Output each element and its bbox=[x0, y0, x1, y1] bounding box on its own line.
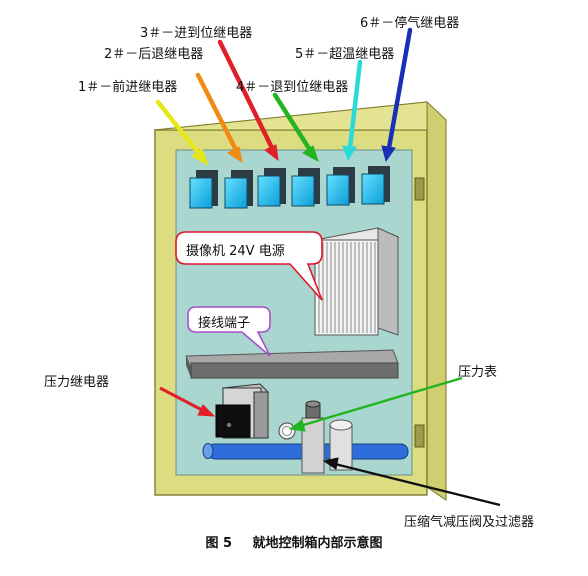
relay-5 bbox=[326, 167, 355, 206]
relay-label-2: 2＃－后退继电器 bbox=[104, 47, 204, 62]
relay-label-5: 5＃－超温继电器 bbox=[295, 47, 395, 62]
arrow-relay-2 bbox=[195, 72, 243, 164]
relay-label-3: 3＃－进到位继电器 bbox=[140, 26, 253, 41]
arrow-pressure-relay bbox=[159, 386, 216, 417]
relay-arrows bbox=[155, 27, 413, 167]
arrow-relay-5 bbox=[342, 59, 363, 162]
valve-label: 压缩气减压阀及过滤器 bbox=[404, 515, 535, 530]
relay-label-1: 1＃－前进继电器 bbox=[78, 80, 178, 95]
relay-label-6: 6＃－停气继电器 bbox=[360, 16, 460, 31]
terminal-strip-label: 接线端子 bbox=[198, 316, 251, 331]
pressure-gauge bbox=[278, 422, 296, 440]
figure-caption: 图 5 就地控制箱内部示意图 bbox=[0, 532, 588, 551]
pressure-relay bbox=[215, 383, 270, 439]
relay-3 bbox=[257, 168, 286, 207]
relay-2 bbox=[224, 170, 253, 209]
terminal-callout bbox=[187, 306, 271, 357]
gauge-label: 压力表 bbox=[458, 365, 498, 380]
arrow-relay-1 bbox=[155, 99, 209, 167]
arrow-relay-6 bbox=[381, 27, 413, 163]
arrow-relay-4 bbox=[272, 92, 319, 163]
figure-title: 就地控制箱内部示意图 bbox=[252, 536, 383, 551]
power-supply-label: 摄像机 24V 电源 bbox=[186, 244, 285, 259]
power-supply bbox=[313, 227, 400, 336]
figure-number: 图 5 bbox=[205, 536, 233, 551]
relay-label-4: 4＃－退到位继电器 bbox=[236, 80, 349, 95]
relay-1 bbox=[189, 170, 218, 209]
power-callout bbox=[175, 231, 323, 301]
relay-6 bbox=[361, 166, 390, 205]
arrow-valve bbox=[322, 457, 501, 507]
arrow-relay-3 bbox=[217, 39, 279, 162]
terminal-strip bbox=[185, 349, 399, 379]
pressure-relay-label: 压力继电器 bbox=[44, 375, 110, 390]
relay-row bbox=[189, 166, 390, 209]
arrow-gauge bbox=[288, 376, 463, 432]
relay-4 bbox=[291, 168, 320, 207]
